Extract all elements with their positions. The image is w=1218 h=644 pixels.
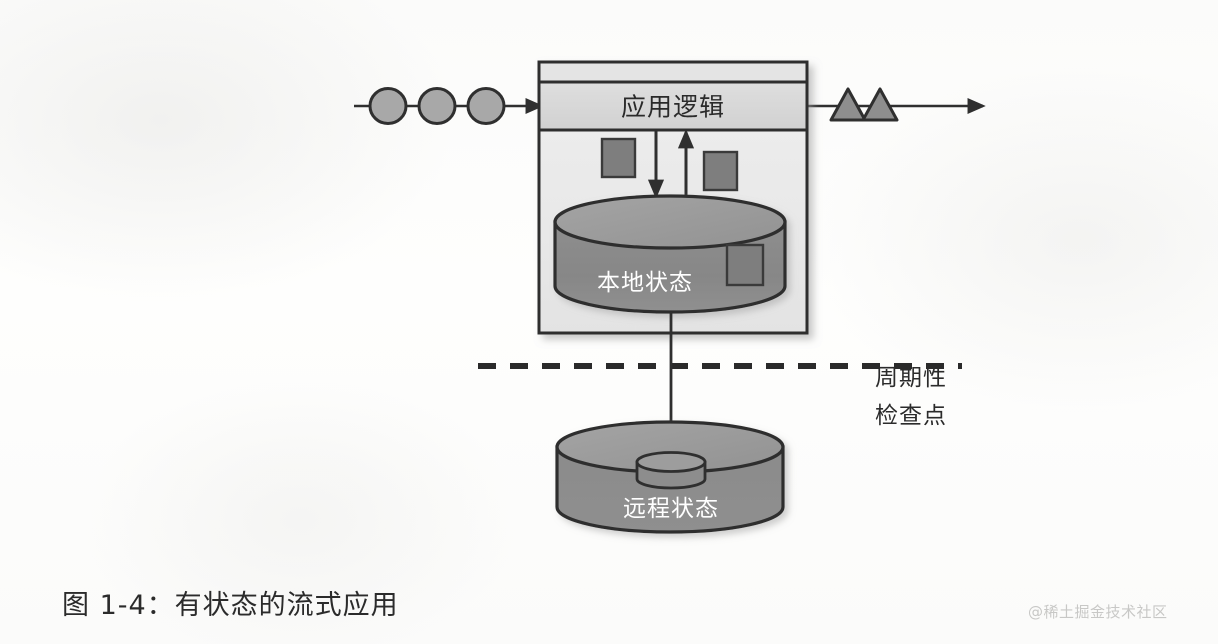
- output-stream-event-2: [861, 87, 899, 122]
- output-stream-event-1: [829, 87, 867, 122]
- checkpoint-annotation: 周期性 检查点: [875, 365, 947, 429]
- output-stream: [805, 87, 986, 122]
- application-box-title-strip: [537, 60, 809, 84]
- input-stream-event-3: [466, 87, 506, 125]
- application-logic-label: 应用逻辑: [621, 93, 725, 122]
- watermark: @稀土掘金技术社区: [1028, 603, 1168, 621]
- application-logic-band: [537, 80, 809, 132]
- task-square-1: [600, 137, 637, 179]
- input-stream: [354, 87, 544, 125]
- task-square-2: [702, 150, 739, 192]
- task-square-3: [725, 243, 765, 287]
- remote-state-cylinder: [555, 420, 785, 534]
- remote-state-label: 远程状态: [623, 496, 719, 522]
- remote-state-inner-cylinder: [635, 451, 707, 490]
- remote-state-inner-top: [635, 451, 707, 473]
- figure-caption: 图 1-4：有状态的流式应用: [62, 590, 399, 621]
- checkpoint-annotation-line-2: 检查点: [875, 403, 947, 429]
- local-state-label: 本地状态: [597, 270, 693, 296]
- input-stream-event-1: [368, 87, 408, 125]
- input-stream-event-2: [417, 87, 457, 125]
- local-state-top: [553, 194, 787, 250]
- task-squares-upper: [600, 137, 739, 192]
- state-access-arrows: [647, 129, 695, 199]
- checkpoint-annotation-line-1: 周期性: [875, 365, 947, 391]
